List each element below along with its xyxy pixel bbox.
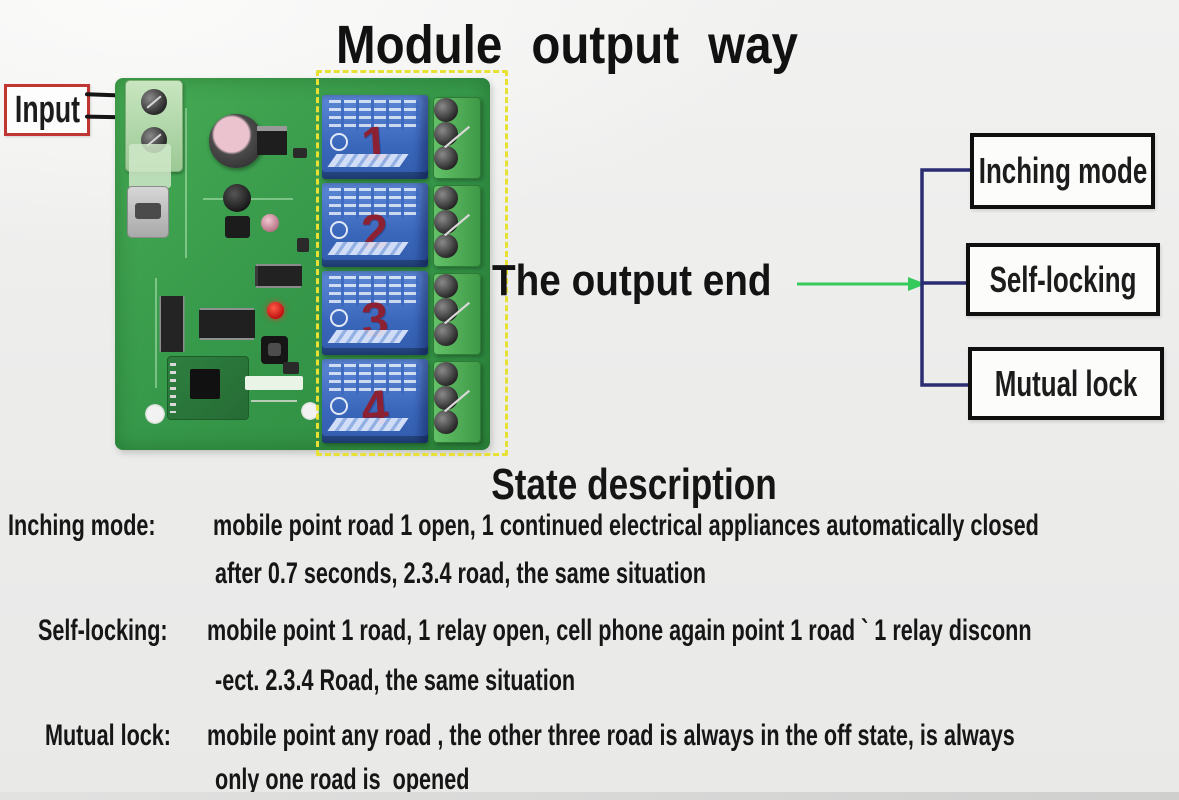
relay-3: 3 [322,271,428,355]
page-title: Module output way [336,15,798,75]
ic-chip [255,266,302,286]
smd-component [297,238,309,252]
terminal-screw [434,98,458,122]
output-section-outline [316,70,508,456]
output-terminal-4 [433,361,481,443]
output-end-label: The output end [492,256,772,305]
pcb-trace [185,108,187,258]
ic-chip [161,296,183,352]
ic-chip [199,310,255,338]
mode-box-inching: Inching mode [970,133,1155,209]
silkscreen-header [245,376,303,390]
output-arrow-head [908,277,926,291]
inching-mode-line2: after 0.7 seconds, 2.3.4 road, the same … [215,557,706,590]
mutual-lock-line2: only one road is opened [215,763,470,796]
terminal-screw [434,298,458,322]
mounting-hole [301,402,319,420]
terminal-screw [434,322,458,346]
voltage-regulator [257,126,287,155]
terminal-screw [434,386,458,410]
mode-box-mutual-lock: Mutual lock [968,347,1164,420]
self-locking-line2: -ect. 2.3.4 Road, the same situation [215,664,576,697]
mutual-lock-label: Mutual lock: [45,719,172,752]
input-label-box: Input [4,84,90,136]
mode-bracket [920,168,970,387]
relay-4: 4 [322,359,428,443]
terminal-screw [434,210,458,234]
inching-mode-label: Inching mode: [8,509,156,542]
mode-box-self-locking: Self-locking [966,243,1160,316]
relay-spec-print [329,188,419,218]
terminal-screw [434,274,458,298]
smd-component [283,362,299,374]
relay-cert-mark [330,133,348,151]
relay-1: 1 [322,95,428,179]
mounting-hole [145,404,165,424]
relay-spec-print [329,100,419,130]
output-terminal-1 [433,97,481,179]
bottom-edge-bar [0,792,1179,800]
state-description-heading: State description [491,460,777,509]
terminal-screw [434,122,458,146]
terminal-screw [141,89,167,115]
relay-spec-print [329,364,419,394]
terminal-screw [434,362,458,386]
push-button [261,336,288,364]
inductor-square [225,216,250,238]
inching-mode-line1: mobile point road 1 open, 1 continued el… [213,509,1039,542]
input-label: Input [14,88,80,131]
mode-label: Inching mode [978,150,1147,191]
micro-usb-port [127,186,169,238]
mode-label: Mutual lock [994,362,1138,404]
terminal-screw [434,234,458,258]
wifi-module [167,356,249,420]
relay-2: 2 [322,183,428,267]
mode-label: Self-locking [989,258,1137,300]
terminal-screw [434,410,458,434]
electrolytic-capacitor [209,114,263,168]
relay-spec-print [329,276,419,306]
status-led [267,302,284,319]
relay-cert-mark [330,397,348,415]
self-locking-line1: mobile point 1 road, 1 relay open, cell … [207,614,1032,647]
relay-cert-mark [330,221,348,239]
self-locking-label: Self-locking: [38,614,168,647]
pcb-trace [155,278,157,388]
small-capacitor [261,214,279,232]
relay-cert-mark [330,309,348,327]
pcb-pad-area [129,144,171,188]
output-terminal-3 [433,273,481,355]
mutual-lock-line1: mobile point any road , the other three … [207,719,1015,752]
smd-component [293,148,307,158]
inductor [223,184,251,212]
terminal-screw [434,146,458,170]
output-terminal-2 [433,185,481,267]
input-terminal-block [125,80,183,172]
terminal-screw [434,186,458,210]
